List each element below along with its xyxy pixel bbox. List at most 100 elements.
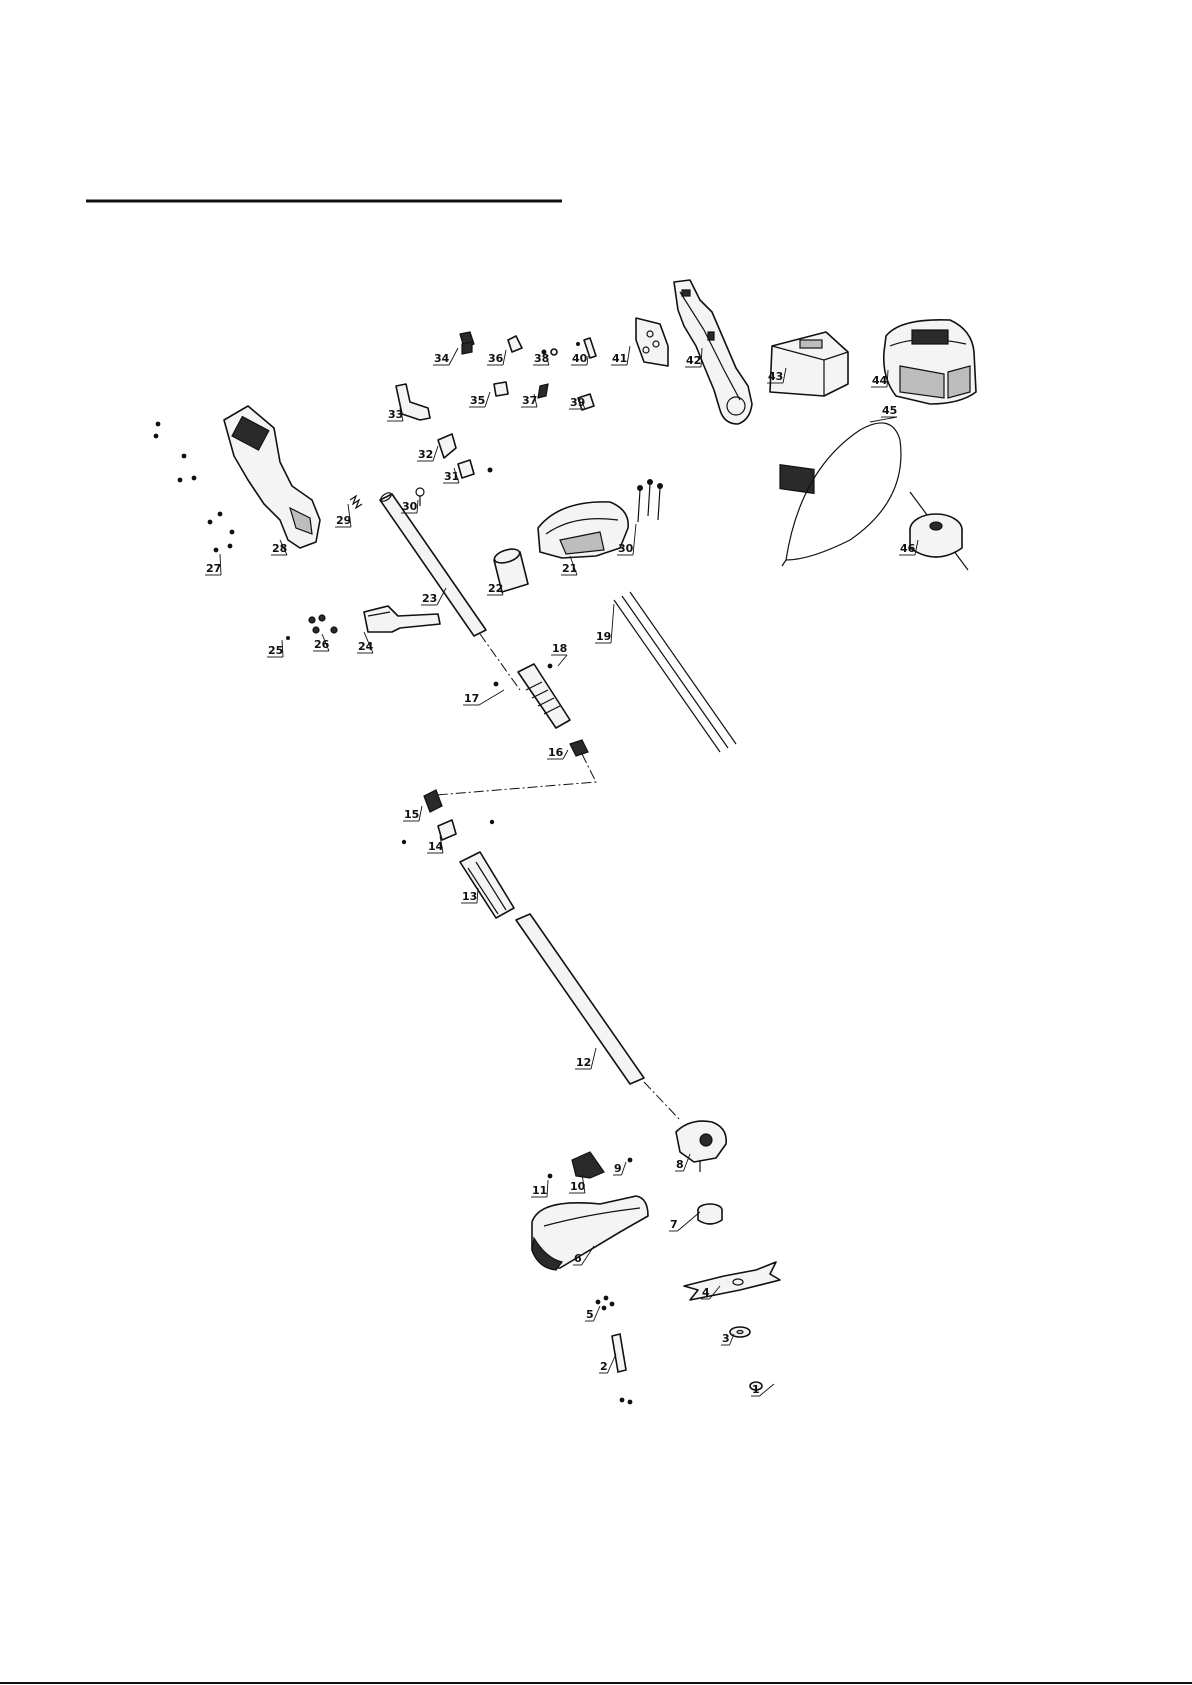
flange — [698, 1204, 722, 1224]
callout-leader — [627, 346, 630, 365]
callout-label: 34 — [434, 352, 450, 365]
spool-head — [910, 492, 968, 570]
callout-21: 21 — [561, 556, 577, 575]
callout-5: 5 — [585, 1306, 600, 1321]
callout-label: 18 — [552, 642, 567, 655]
callout-leader — [870, 417, 897, 422]
callout-leader — [608, 1354, 617, 1373]
callout-label: 23 — [422, 592, 437, 605]
callout-26: 26 — [313, 634, 330, 651]
support-rods — [614, 592, 736, 752]
callout-label: 28 — [272, 542, 287, 555]
callout-label: 30 — [618, 542, 634, 555]
callout-label: 43 — [768, 370, 783, 383]
callout-34: 34 — [433, 348, 458, 365]
callout-leader — [503, 350, 506, 365]
callout-label: 42 — [686, 354, 701, 367]
lower-coupling — [460, 852, 514, 918]
nuts — [286, 615, 337, 640]
shaft-coupling — [494, 664, 570, 728]
callout-29: 29 — [335, 504, 351, 527]
coupling-nut — [570, 740, 588, 756]
battery-pack — [770, 332, 848, 493]
callout-label: 13 — [462, 890, 477, 903]
callout-25: 25 — [267, 640, 283, 657]
callout-leader — [449, 348, 458, 365]
callout-label: 33 — [388, 408, 403, 421]
callout-45: 45 — [870, 404, 897, 422]
callout-label: 29 — [336, 514, 351, 527]
callout-24: 24 — [357, 632, 374, 653]
callout-11: 11 — [531, 1180, 548, 1197]
small-screws — [596, 1296, 615, 1311]
callout-label: 24 — [358, 640, 374, 653]
callout-label: 15 — [404, 808, 419, 821]
callout-label: 37 — [522, 394, 537, 407]
callout-label: 36 — [488, 352, 504, 365]
callout-36: 36 — [487, 350, 506, 365]
callout-label: 27 — [206, 562, 221, 575]
callout-label: 26 — [314, 638, 330, 651]
callout-label: 2 — [600, 1360, 608, 1373]
callout-18: 18 — [551, 642, 567, 666]
callout-label: 3 — [722, 1332, 730, 1345]
callout-37: 37 — [521, 394, 537, 407]
callout-32: 32 — [417, 446, 438, 461]
callout-leader — [479, 690, 504, 705]
callout-16: 16 — [547, 746, 568, 759]
callout-label: 32 — [418, 448, 433, 461]
callout-leader — [437, 588, 446, 605]
callout-35: 35 — [469, 392, 490, 407]
callout-label: 41 — [612, 352, 627, 365]
charger — [884, 320, 976, 404]
callout-label: 9 — [614, 1162, 622, 1175]
callout-label: 40 — [572, 352, 588, 365]
callout-leader — [611, 604, 614, 643]
callout-40: 40 — [571, 352, 588, 365]
callout-13: 13 — [461, 888, 478, 903]
callout-label: 5 — [586, 1308, 594, 1321]
callout-label: 12 — [576, 1056, 591, 1069]
callout-label: 39 — [570, 396, 585, 409]
callout-leader — [419, 806, 422, 821]
callout-label: 45 — [882, 404, 897, 417]
callout-31: 31 — [443, 468, 459, 483]
callout-leader — [678, 1212, 701, 1231]
callout-label: 8 — [676, 1158, 684, 1171]
trimmer-line — [782, 423, 901, 566]
callout-9: 9 — [613, 1162, 626, 1175]
callout-leader — [433, 446, 438, 461]
rear-handle — [224, 406, 320, 548]
callout-2: 2 — [599, 1354, 616, 1373]
callout-label: 19 — [596, 630, 611, 643]
upper-guard — [538, 502, 628, 558]
terminal-block — [636, 318, 668, 366]
callout-label: 30 — [402, 500, 418, 513]
callout-label: 11 — [532, 1184, 547, 1197]
callout-leader — [591, 1048, 596, 1069]
screws — [154, 422, 235, 553]
callout-leader — [563, 750, 568, 759]
guard-screws — [637, 479, 663, 522]
callout-label: 4 — [702, 1286, 710, 1299]
callout-leader — [622, 1162, 627, 1175]
callout-label: 44 — [872, 374, 888, 387]
callout-leader — [594, 1306, 601, 1321]
callout-22: 22 — [487, 582, 503, 595]
callout-leader — [558, 655, 567, 666]
callout-label: 6 — [574, 1252, 582, 1265]
callout-label: 7 — [670, 1218, 678, 1231]
lower-shaft — [516, 914, 680, 1120]
cutting-blade — [684, 1262, 780, 1300]
spring — [350, 496, 362, 508]
callout-label: 35 — [470, 394, 485, 407]
callout-15: 15 — [403, 806, 422, 821]
callout-label: 46 — [900, 542, 916, 555]
callout-30: 30 — [401, 500, 418, 513]
wrench — [612, 1334, 632, 1404]
callout-19: 19 — [595, 604, 614, 643]
callout-38: 38 — [533, 352, 549, 365]
callout-leader — [633, 524, 636, 555]
